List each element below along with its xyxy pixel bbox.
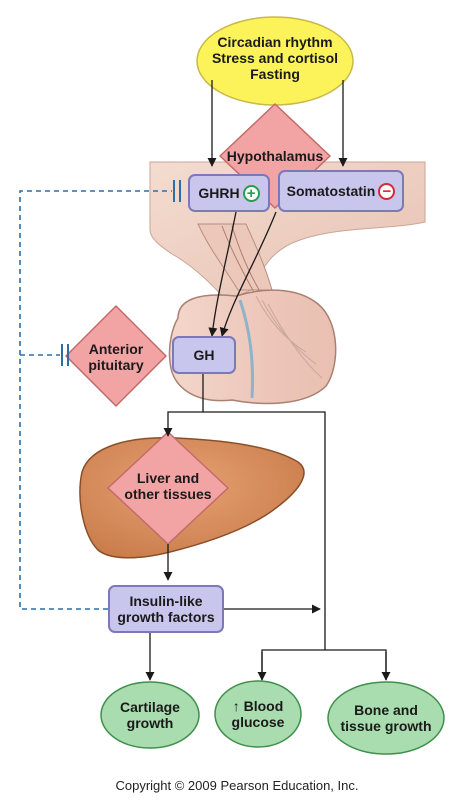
igf-line-2: growth factors: [117, 609, 215, 625]
gh-distribution-arrows: [145, 374, 391, 681]
negative-feedback-lines: [19, 190, 172, 610]
stimuli-line-2: Stress and cortisol: [211, 50, 339, 67]
stimuli-arrows: [207, 80, 348, 167]
somatostatin-box: Somatostatin −: [278, 170, 404, 212]
copyright-text: Copyright © 2009 Pearson Education, Inc.: [115, 778, 359, 793]
hypothalamus-label: Hypothalamus: [226, 148, 324, 164]
cartilage-growth-label: Cartilage growth: [106, 699, 194, 731]
igf-box: Insulin-like growth factors: [108, 585, 224, 633]
blood-glucose-label: ↑ Blood glucose: [218, 698, 298, 730]
liver-line-2: other tissues: [124, 486, 212, 503]
stimuli-line-1: Circadian rhythm: [217, 34, 333, 50]
feedback-inhibition-bars: [61, 180, 181, 366]
stimuli-text: Circadian rhythm Stress and cortisol Fas…: [200, 34, 350, 82]
hypothalamic-hormone-arrows: [208, 211, 277, 337]
blood-glucose-oval: [214, 680, 302, 748]
anterior-pituitary-line-2: pituitary: [88, 357, 144, 374]
minus-sign-icon: −: [378, 182, 396, 200]
liver-tissues-label: Liver and other tissues: [113, 470, 223, 502]
plus-sign-icon: +: [242, 184, 260, 202]
igf-line-1: Insulin-like: [129, 592, 203, 609]
cartilage-line-2: growth: [126, 715, 174, 732]
pituitary-gland-illustration: [168, 289, 337, 405]
anterior-pituitary-label: Anterior pituitary: [76, 341, 156, 373]
bone-tissue-line-2: tissue growth: [340, 718, 432, 735]
ghrh-box: GHRH +: [188, 174, 270, 212]
ghrh-label: GHRH: [198, 184, 240, 201]
anterior-pituitary-line-1: Anterior: [88, 341, 144, 357]
bone-tissue-growth-label: Bone and tissue growth: [330, 702, 442, 734]
gh-box: GH: [172, 336, 236, 374]
bone-tissue-line-1: Bone and: [354, 702, 418, 718]
cartilage-line-1: Cartilage: [120, 699, 180, 715]
stimuli-line-3: Fasting: [250, 66, 300, 83]
anterior-pituitary-diamond: [65, 305, 167, 407]
somatostatin-label: Somatostatin: [286, 182, 376, 199]
cartilage-growth-oval: [100, 681, 200, 749]
gh-label: GH: [193, 346, 215, 363]
bone-tissue-growth-oval: [327, 681, 445, 755]
liver-line-1: Liver and: [136, 470, 200, 486]
up-arrow-icon: ↑: [232, 698, 240, 714]
blood-glucose-line-1: Blood: [243, 698, 284, 714]
blood-glucose-line-2: glucose: [231, 714, 285, 731]
